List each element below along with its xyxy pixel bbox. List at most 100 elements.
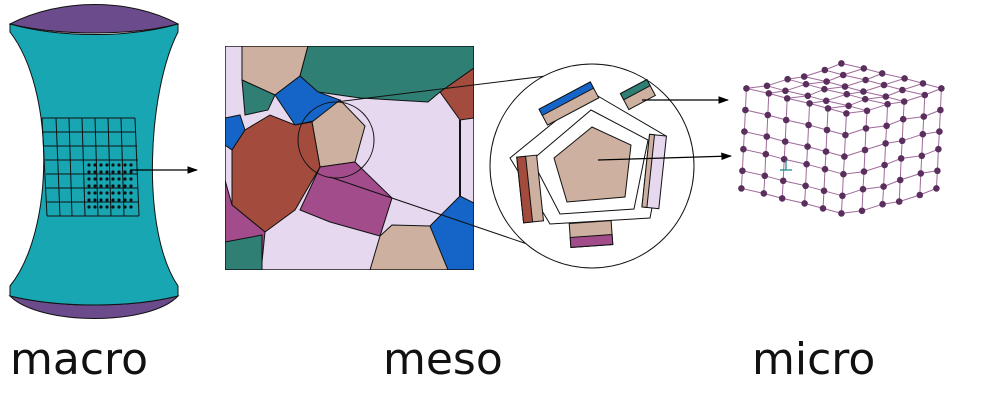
lattice-bond bbox=[824, 86, 846, 90]
lattice-bond bbox=[786, 119, 809, 126]
lattice-atom bbox=[821, 66, 829, 74]
lattice-bond bbox=[827, 105, 849, 109]
lattice-bond bbox=[923, 94, 926, 117]
lattice-atom bbox=[738, 185, 745, 192]
lattice-atom bbox=[823, 126, 831, 134]
lattice-atom bbox=[900, 98, 908, 105]
lattice-atom bbox=[879, 200, 886, 208]
atomic-lattice bbox=[738, 60, 945, 217]
lattice-bond bbox=[824, 88, 847, 95]
lattice-bond bbox=[886, 104, 889, 126]
lattice-atom bbox=[804, 143, 811, 150]
lattice-bond bbox=[902, 89, 925, 96]
lattice-bond bbox=[865, 98, 888, 105]
lattice-bond bbox=[743, 109, 746, 132]
lattice-atom bbox=[783, 95, 791, 102]
lattice-atom bbox=[801, 200, 808, 207]
dislocation-marker bbox=[780, 160, 792, 171]
lattice-atom bbox=[860, 168, 868, 175]
lattice-bond bbox=[866, 103, 888, 112]
meso-polycrystal bbox=[225, 46, 474, 270]
lattice-atom bbox=[882, 140, 889, 147]
lattice-bond bbox=[742, 170, 765, 177]
lattice-atom bbox=[881, 161, 888, 169]
lattice-atom bbox=[883, 122, 890, 130]
lattice-atom bbox=[863, 107, 871, 115]
lattice-atom bbox=[804, 92, 812, 100]
lattice-bond bbox=[746, 87, 769, 94]
lattice-atom bbox=[901, 75, 908, 82]
lattice-bond bbox=[785, 141, 808, 148]
grain-red-right bbox=[439, 67, 474, 121]
lattice-bond bbox=[745, 109, 768, 116]
lattice-atom bbox=[843, 110, 850, 117]
lattice-atom bbox=[935, 145, 942, 153]
lattice-atom bbox=[822, 97, 830, 105]
lattice-bond bbox=[826, 93, 847, 102]
grain-blue-bottom bbox=[429, 195, 474, 270]
lattice-bond bbox=[805, 81, 827, 85]
zoom-line-bottom bbox=[329, 176, 537, 248]
lattice-atom bbox=[861, 95, 869, 103]
lattice-atom bbox=[845, 102, 852, 110]
lattice-bond bbox=[863, 84, 885, 93]
lattice-bond bbox=[843, 67, 864, 76]
lattice-bond bbox=[884, 143, 887, 166]
lattice-atom bbox=[781, 138, 789, 145]
lattice-bond bbox=[841, 210, 863, 214]
macro-specimen bbox=[8, 4, 180, 319]
lattice-atom bbox=[823, 78, 830, 85]
lattice-bond bbox=[841, 62, 864, 69]
boundary-layer-top-right bbox=[619, 78, 657, 111]
finite-element-mesh bbox=[41, 117, 140, 217]
boundary-layer-bottom bbox=[568, 220, 614, 248]
lattice-bond bbox=[843, 134, 846, 157]
lattice-atom bbox=[740, 145, 747, 153]
lattice-bond bbox=[938, 109, 941, 132]
lattice-bond bbox=[882, 72, 905, 79]
lattice-atom bbox=[784, 75, 791, 83]
lattice-atom bbox=[878, 70, 886, 77]
lattice-atom bbox=[839, 71, 847, 79]
lattice-atom bbox=[760, 190, 768, 197]
lattice-bond bbox=[864, 128, 867, 151]
lattice-atom bbox=[741, 128, 748, 135]
lattice-bond bbox=[785, 90, 808, 97]
lattice-bond bbox=[804, 76, 827, 83]
lattice-atom bbox=[884, 100, 891, 108]
lattice-atom bbox=[802, 80, 810, 88]
lattice-bond bbox=[785, 83, 807, 92]
pentagon-grain bbox=[553, 126, 632, 203]
lattice-atom bbox=[821, 165, 829, 173]
lattice-atom bbox=[841, 83, 849, 90]
lattice-bond bbox=[901, 119, 904, 141]
lattice-atom bbox=[921, 91, 929, 99]
lattice-bond bbox=[865, 96, 886, 100]
lattice-atoms bbox=[738, 60, 945, 217]
lattice-atom bbox=[898, 137, 906, 145]
lattice-bond bbox=[787, 97, 810, 104]
lattice-atom bbox=[822, 148, 830, 155]
lattice-bond bbox=[904, 94, 925, 103]
lattice-atom bbox=[880, 81, 888, 89]
lattice-atom bbox=[895, 198, 903, 205]
lattice-bond bbox=[900, 172, 921, 181]
lattice-atom bbox=[764, 111, 772, 119]
lattice-atom bbox=[862, 76, 869, 84]
lattice-bond bbox=[744, 88, 747, 111]
label-micro: micro bbox=[752, 334, 876, 385]
lattice-atom bbox=[937, 106, 944, 114]
lattice-bond bbox=[741, 187, 764, 194]
lattice-atom bbox=[896, 176, 904, 184]
lattice-atom bbox=[839, 192, 846, 200]
lattice-bond bbox=[845, 127, 867, 136]
lattice-bond bbox=[826, 100, 849, 107]
lattice-atom bbox=[821, 85, 828, 93]
lattice-bond bbox=[844, 113, 847, 136]
lattice-atom bbox=[841, 153, 848, 160]
lattice-atom bbox=[916, 191, 924, 199]
lattice-bond bbox=[861, 203, 883, 212]
lattice-atom bbox=[739, 167, 746, 175]
lattice-bond bbox=[863, 164, 885, 173]
lattice-bond bbox=[898, 179, 901, 202]
